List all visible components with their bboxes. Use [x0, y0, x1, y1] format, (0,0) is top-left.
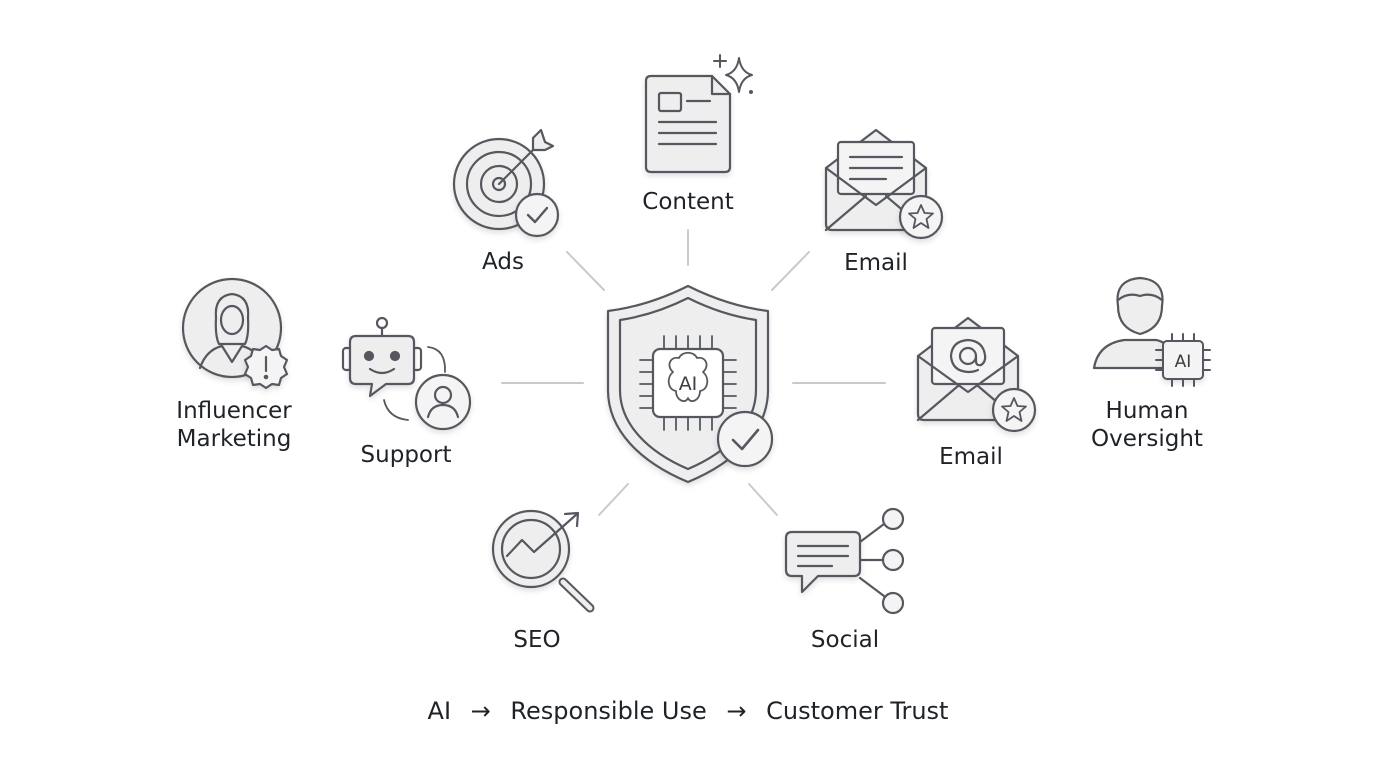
- magnifier-trend-icon: [491, 509, 595, 613]
- connector-seo: [598, 483, 629, 516]
- label-ads: Ads: [482, 249, 524, 275]
- human-chip-text: AI: [1175, 352, 1192, 372]
- arrow-right-icon: →: [726, 697, 747, 725]
- envelope-star-icon: [824, 128, 944, 240]
- user-circle-icon: [414, 373, 472, 431]
- label-content: Content: [642, 189, 734, 215]
- target-icon: [452, 128, 560, 238]
- label-social: Social: [810, 627, 880, 653]
- connector-ads: [566, 251, 605, 291]
- flow-step-customer-trust: Customer Trust: [766, 697, 949, 725]
- connector-social: [748, 483, 778, 516]
- flow-step-responsible-use: Responsible Use: [510, 697, 707, 725]
- alert-badge-icon: [243, 344, 289, 390]
- human-oversight-icon: [1092, 276, 1172, 370]
- label-influencer: Influencer Marketing: [176, 398, 292, 452]
- ai-shield-icon: [606, 284, 774, 484]
- robot-icon: [341, 316, 446, 421]
- document-icon: [644, 74, 732, 174]
- ai-chip-icon: [1155, 333, 1211, 387]
- connector-email-top: [771, 251, 810, 291]
- social-network-icon: [784, 507, 905, 615]
- arrow-right-icon: →: [470, 697, 491, 725]
- sparkle-icon: [713, 54, 753, 94]
- flow-step-ai: AI: [427, 697, 452, 725]
- label-seo: SEO: [513, 627, 561, 653]
- label-email-top: Email: [844, 250, 908, 276]
- envelope-at-icon: [916, 316, 1037, 433]
- label-email-right: Email: [939, 444, 1003, 470]
- center-chip-text: AI: [679, 373, 698, 395]
- connectors: [501, 229, 886, 516]
- label-human-oversight: Human Oversight: [1091, 398, 1203, 452]
- flow-caption: AI → Responsible Use → Customer Trust: [0, 697, 1376, 725]
- label-support: Support: [360, 442, 452, 468]
